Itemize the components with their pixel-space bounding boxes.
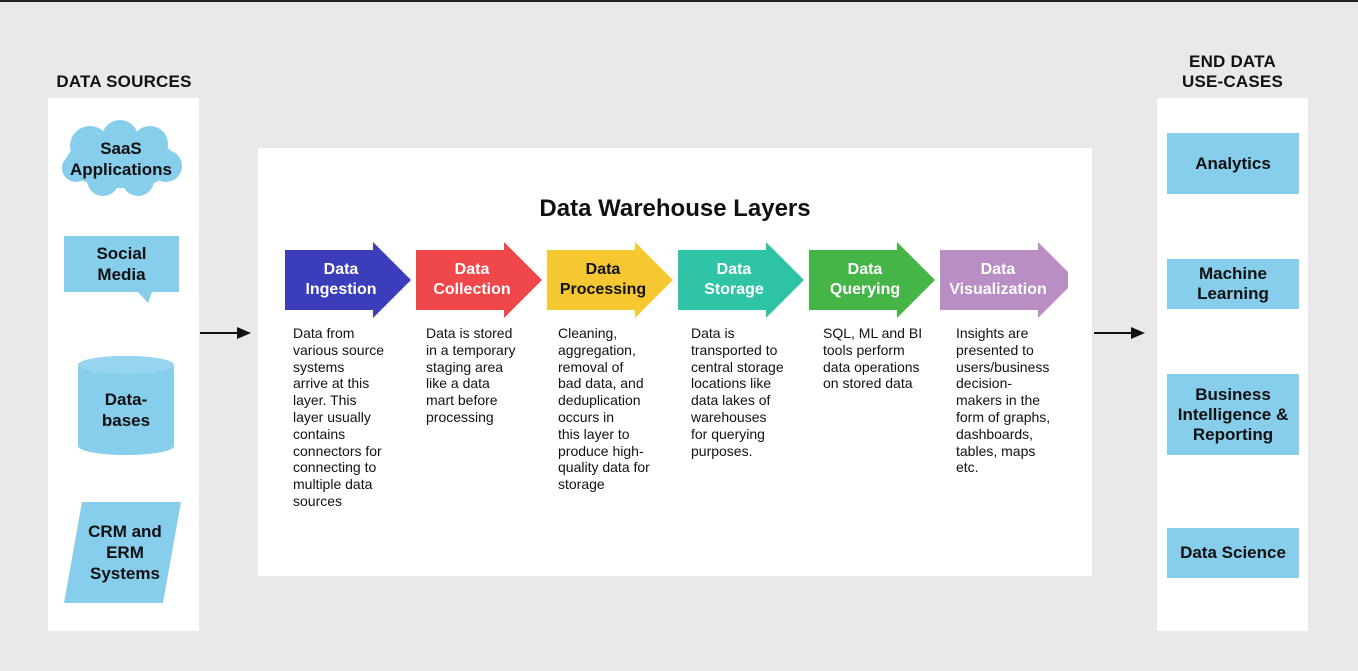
layer-description: Cleaning, aggregation, removal of bad da…	[558, 325, 650, 493]
cloud-icon	[62, 120, 182, 196]
warehouse-layers-title: Data Warehouse Layers	[539, 195, 811, 222]
arrow-right-icon	[200, 327, 251, 339]
layer-data-storage: Data Storage	[678, 242, 806, 318]
arrow-chevron-icon	[416, 242, 542, 318]
use-cases-title: END DATA USE-CASES	[1182, 52, 1283, 91]
layer-label: Data Ingestion	[305, 261, 377, 298]
social-media-source: Social Media	[64, 236, 179, 304]
crm-erm-systems-label: CRM and ERM Systems	[88, 522, 162, 583]
layer-data-querying: Data Querying	[809, 242, 937, 318]
social-media-label: Social Media	[96, 244, 147, 284]
layer-arrow-shape	[940, 242, 1068, 318]
arrow-chevron-icon	[809, 242, 935, 318]
layer-arrow-shape	[809, 242, 935, 318]
speech-bubble-icon	[64, 236, 179, 303]
layer-label: Data Storage	[704, 261, 764, 298]
layer-description: SQL, ML and BI tools perform data operat…	[823, 325, 923, 392]
saas-applications-label: SaaS Applications	[69, 139, 172, 179]
saas-applications-source: SaaS Applications	[58, 120, 184, 198]
arrow-chevron-icon	[678, 242, 804, 318]
database-cylinder-icon	[78, 356, 174, 455]
layer-data-visualization: Data Visualization	[940, 242, 1068, 318]
layer-data-collection: Data Collection	[416, 242, 544, 318]
layer-description: Insights are presented to users/business…	[956, 325, 1051, 476]
use-case-business-intelligence: Business Intelligence & Reporting	[1167, 374, 1299, 455]
layer-data-processing: Data Processing	[547, 242, 675, 318]
parallelogram-icon	[64, 502, 181, 603]
warehouse-layers-panel	[258, 148, 1092, 576]
layer-arrow-shape	[285, 242, 411, 318]
databases-source: Data- bases	[78, 356, 174, 455]
top-border-line	[0, 0, 1358, 2]
arrow-chevron-icon	[547, 242, 673, 318]
crm-erm-systems-source: CRM and ERM Systems	[64, 502, 182, 603]
layer-arrow-shape	[678, 242, 804, 318]
use-case-machine-learning: Machine Learning	[1167, 259, 1299, 309]
layer-arrow-shape	[416, 242, 542, 318]
layer-label: Data Querying	[829, 261, 901, 298]
layer-label: Data Visualization	[949, 261, 1047, 298]
databases-label: Data- bases	[101, 389, 151, 430]
layer-label: Data Collection	[433, 261, 511, 298]
use-case-data-science: Data Science	[1167, 528, 1299, 578]
use-case-analytics: Analytics	[1167, 133, 1299, 194]
data-sources-title: DATA SOURCES	[56, 72, 192, 91]
layer-arrow-shape	[547, 242, 673, 318]
layer-description: Data from various source systems arrive …	[293, 325, 385, 509]
layer-label: Data Processing	[559, 261, 647, 298]
arrow-right-icon	[1094, 327, 1145, 339]
layer-data-ingestion: Data Ingestion	[285, 242, 413, 318]
layer-description: Data is transported to central storage l…	[691, 325, 784, 459]
arrow-chevron-icon	[940, 242, 1068, 318]
layer-description: Data is stored in a temporary staging ar…	[426, 325, 516, 425]
arrow-chevron-icon	[285, 242, 411, 318]
